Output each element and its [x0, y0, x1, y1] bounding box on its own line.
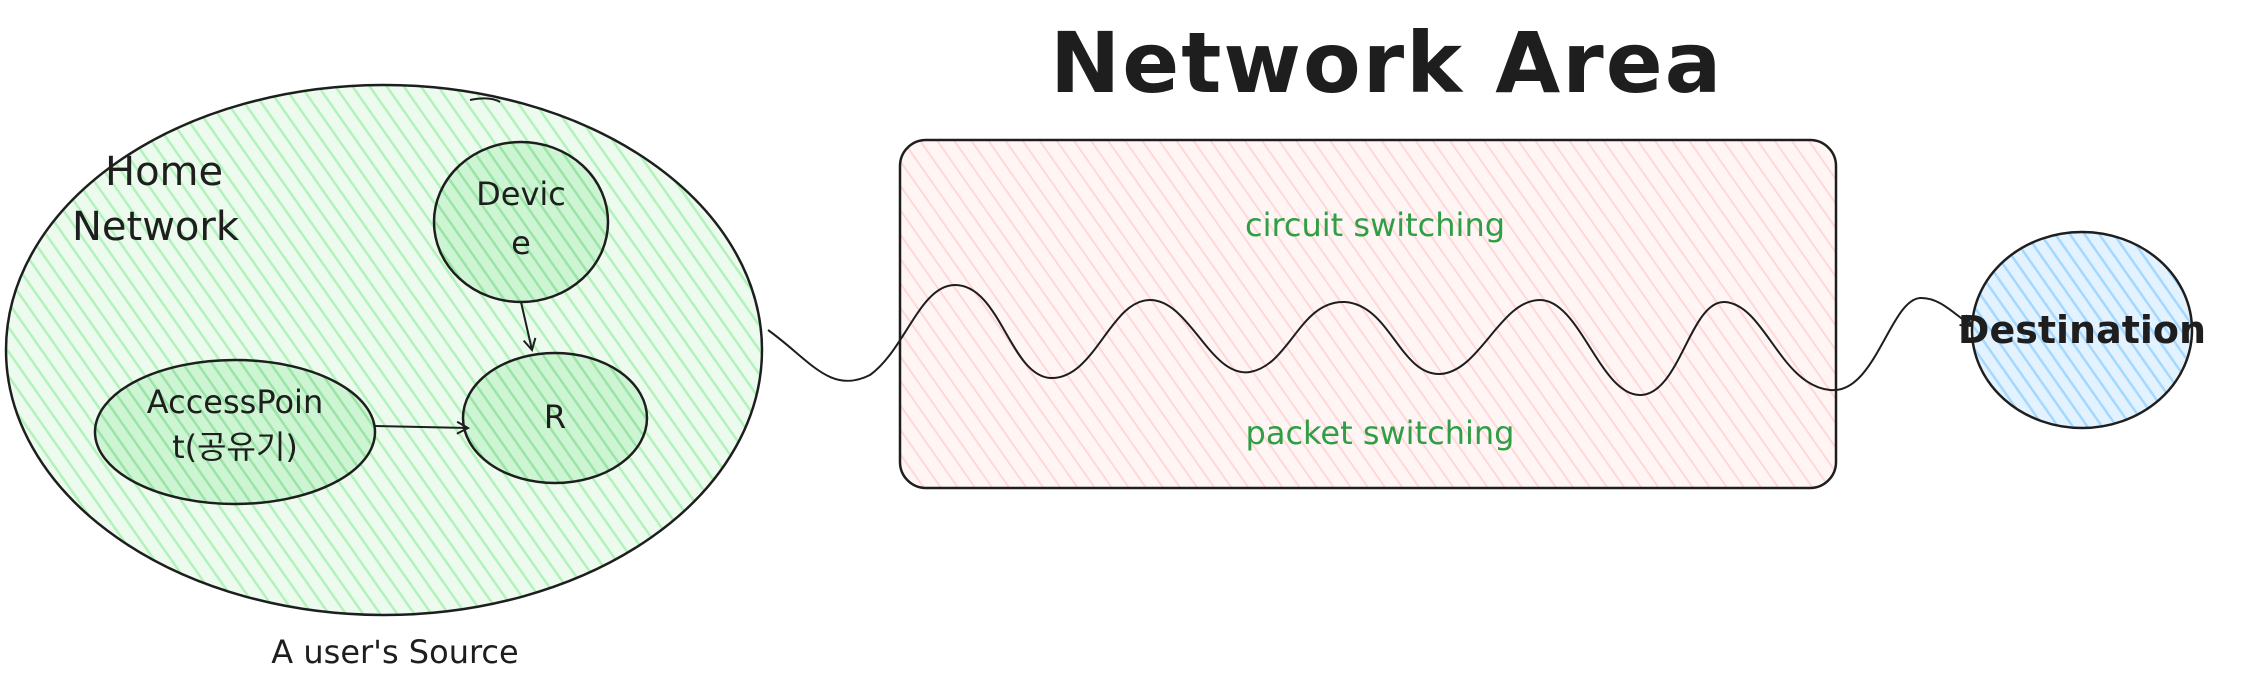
device-label-line2: e [511, 224, 531, 262]
diagram-title: Network Area [1050, 14, 1723, 112]
home-network-label-line2: Network [72, 204, 240, 250]
router-node [461, 351, 649, 485]
destination-node [1970, 230, 2194, 430]
accesspoint-to-router-arrow [374, 426, 468, 428]
access-point-label-line2: t(공유기) [172, 428, 298, 466]
access-point-label-line1: AccessPoin [147, 383, 323, 421]
access-point-node [93, 358, 377, 506]
router-label: R [544, 398, 566, 436]
wavy-connection-line [767, 283, 1972, 397]
packet-switching-label: packet switching [1246, 414, 1515, 452]
device-label-line1: Devic [476, 175, 566, 213]
device-node [432, 140, 610, 304]
network-area-box [898, 138, 1838, 490]
destination-label: Destination [1958, 308, 2206, 352]
home-network-label-line1: Home [105, 149, 223, 195]
home-network-caption: A user's Source [271, 633, 518, 671]
device-to-router-arrow [520, 301, 532, 350]
circuit-switching-label: circuit switching [1245, 206, 1505, 244]
